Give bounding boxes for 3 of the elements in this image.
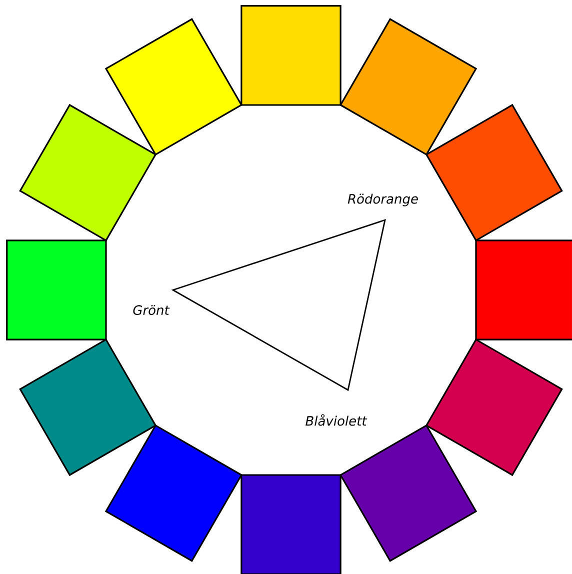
color-name: Rödorange: [348, 194, 418, 206]
color-name: Blåviolett: [306, 414, 368, 426]
color-name: Grönt: [133, 304, 170, 316]
